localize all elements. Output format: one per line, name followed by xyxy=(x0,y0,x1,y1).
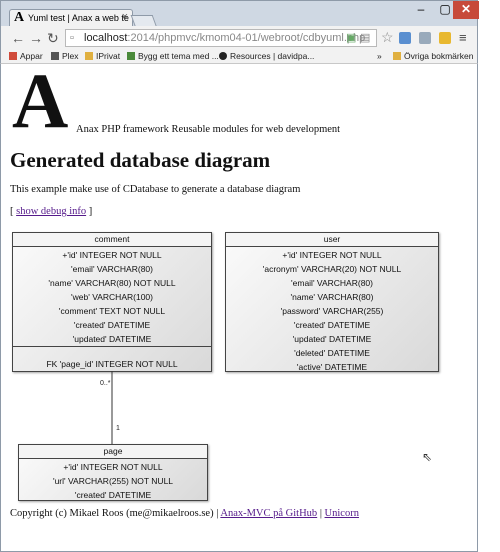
bookmark-item[interactable]: Plex xyxy=(51,50,79,63)
minimize-button[interactable]: – xyxy=(417,2,425,16)
table-foreign-key: FK 'page_id' INTEGER NOT NULL xyxy=(46,359,178,369)
other-bookmarks[interactable]: Övriga bokmärken xyxy=(393,50,473,63)
page-icon: ▫ xyxy=(70,32,74,44)
table-field: 'comment' TEXT NOT NULL xyxy=(58,306,166,316)
show-debug-link[interactable]: show debug info xyxy=(16,206,87,217)
bookmark-icon xyxy=(127,52,135,60)
hexagon-icon xyxy=(219,52,227,60)
translate-icon[interactable]: ▤ xyxy=(360,32,371,44)
table-field: 'web' VARCHAR(100) xyxy=(71,292,153,302)
page-table: page +'id' INTEGER NOT NULL 'url' VARCHA… xyxy=(18,444,208,501)
bookmarks-more-icon[interactable]: » xyxy=(377,51,382,61)
table-field: 'acronym' VARCHAR(20) NOT NULL xyxy=(262,264,402,274)
extension-icon-1[interactable] xyxy=(399,32,411,44)
address-bar[interactable]: ▫ localhost:2014/phpmvc/kmom04-01/webroo… xyxy=(65,29,377,47)
table-field: 'name' VARCHAR(80) NOT NULL xyxy=(48,278,176,288)
page-footer: Copyright (c) Mikael Roos (me@mikaelroos… xyxy=(10,508,359,519)
forward-icon[interactable]: → xyxy=(29,30,43,46)
debug-toggle: [ show debug info ] xyxy=(10,206,93,217)
site-logo[interactable]: A xyxy=(12,57,68,144)
bookmarks-bar: Appar Plex IPrivat Bygg ett tema med ...… xyxy=(0,50,478,64)
bookmark-item[interactable]: IPrivat xyxy=(85,50,120,63)
url-text: localhost:2014/phpmvc/kmom04-01/webroot/… xyxy=(84,32,366,44)
menu-icon[interactable]: ≡ xyxy=(459,30,467,45)
comment-table: comment +'id' INTEGER NOT NULL 'email' V… xyxy=(12,232,212,372)
maximize-button[interactable]: ▢ xyxy=(439,2,451,16)
tab-favicon-icon: A xyxy=(14,10,25,25)
table-field: 'url' VARCHAR(255) NOT NULL xyxy=(52,476,174,486)
table-field: 'deleted' DATETIME xyxy=(294,348,370,358)
user-table: user +'id' INTEGER NOT NULL 'acronym' VA… xyxy=(225,232,439,372)
window-titlebar: A Yuml test | Anax a web te × – ▢ ✕ xyxy=(0,0,479,28)
table-field: 'name' VARCHAR(80) xyxy=(290,292,374,302)
table-field: 'email' VARCHAR(80) xyxy=(71,264,153,274)
table-name: comment xyxy=(13,233,211,247)
table-field: 'email' VARCHAR(80) xyxy=(291,278,373,288)
bookmark-item[interactable]: Resources | davidpa... xyxy=(219,50,314,63)
table-field: 'created' DATETIME xyxy=(73,320,151,330)
foreign-key-section: FK 'page_id' INTEGER NOT NULL xyxy=(13,346,211,371)
browser-tab[interactable]: A Yuml test | Anax a web te × xyxy=(9,9,133,27)
extension-icon[interactable]: ▣ xyxy=(346,32,357,44)
mouse-cursor-icon: ⇖ xyxy=(422,450,433,464)
table-name: user xyxy=(226,233,438,247)
table-field: 'created' DATETIME xyxy=(74,490,152,500)
tab-title: Yuml test | Anax a web te xyxy=(28,13,129,23)
table-field: +'id' INTEGER NOT NULL xyxy=(282,250,382,260)
table-field: 'created' DATETIME xyxy=(293,320,371,330)
table-name: page xyxy=(19,445,207,459)
page-title: Generated database diagram xyxy=(10,148,271,172)
copyright-text: Copyright (c) Mikael Roos (me@mikaelroos… xyxy=(10,508,221,519)
close-button[interactable]: ✕ xyxy=(453,1,479,19)
unicorn-link[interactable]: Unicorn xyxy=(324,508,359,519)
folder-icon xyxy=(85,52,93,60)
back-icon[interactable]: ← xyxy=(11,30,25,46)
extension-icon-2[interactable] xyxy=(439,32,451,44)
bookmark-star-icon[interactable]: ☆ xyxy=(381,29,394,45)
table-field: 'updated' DATETIME xyxy=(292,334,372,344)
github-link[interactable]: Anax-MVC på GitHub xyxy=(220,508,318,519)
table-field: +'id' INTEGER NOT NULL xyxy=(63,462,163,472)
cast-icon[interactable] xyxy=(419,32,431,44)
intro-text: This example make use of CDatabase to ge… xyxy=(10,184,301,195)
reload-icon[interactable]: ↻ xyxy=(47,30,59,46)
plex-icon xyxy=(51,52,59,60)
tab-close-icon[interactable]: × xyxy=(121,11,128,23)
bookmark-item[interactable]: Bygg ett tema med ... xyxy=(127,50,219,63)
site-tagline: Anax PHP framework Reusable modules for … xyxy=(76,124,341,135)
table-field: 'password' VARCHAR(255) xyxy=(280,306,384,316)
apps-grid-icon xyxy=(9,52,17,60)
from-multiplicity: 0..* xyxy=(100,380,111,387)
table-field: 'active' DATETIME xyxy=(296,362,368,372)
table-field: +'id' INTEGER NOT NULL xyxy=(62,250,162,260)
table-field: 'updated' DATETIME xyxy=(72,334,152,344)
folder-icon xyxy=(393,52,401,60)
browser-toolbar: ← → ↻ ▫ localhost:2014/phpmvc/kmom04-01/… xyxy=(0,26,478,50)
bookmark-item[interactable]: Appar xyxy=(9,50,43,63)
to-multiplicity: 1 xyxy=(116,425,120,432)
